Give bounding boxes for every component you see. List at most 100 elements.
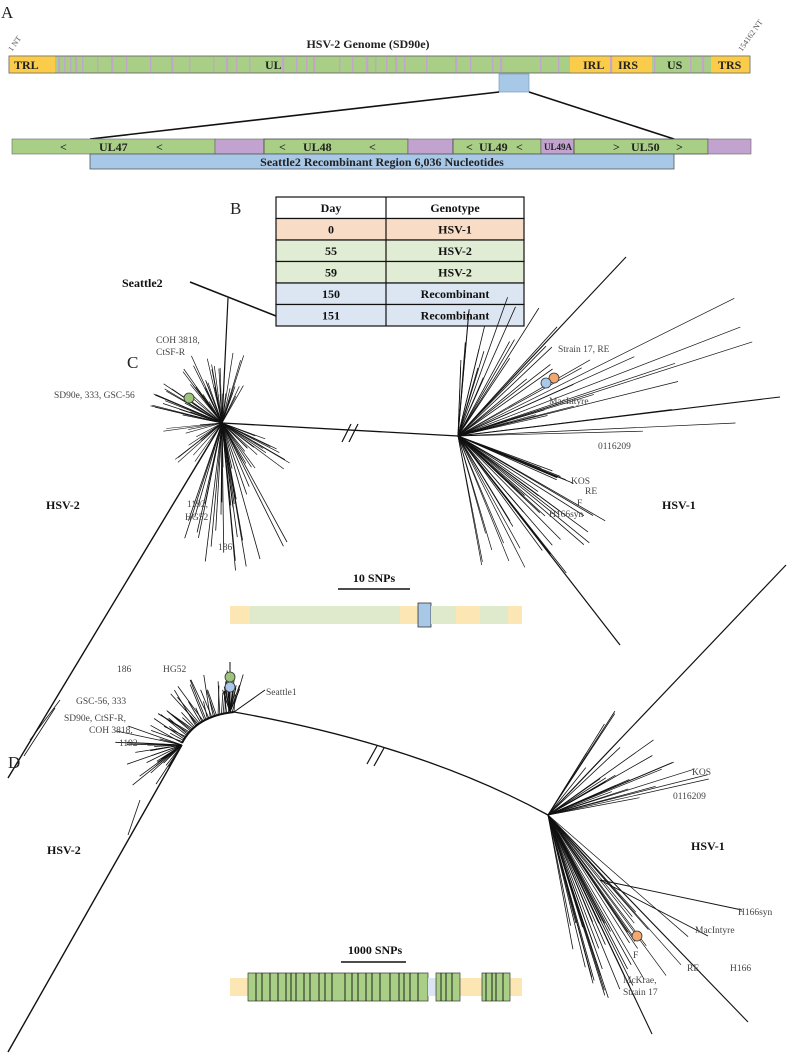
tree-branch <box>457 377 484 437</box>
tree-branch <box>185 422 223 434</box>
tree-branch <box>182 717 194 729</box>
d-strain-h166syn: H166syn <box>738 908 773 918</box>
d-strain-0116209: 0116209 <box>673 792 706 802</box>
tree-branch <box>154 394 223 424</box>
genome-stripe <box>375 56 377 73</box>
c-strain-kos: KOS <box>571 477 590 487</box>
tree-d-break <box>366 745 385 767</box>
genome-stripe <box>58 56 61 73</box>
tree-branch <box>221 395 237 424</box>
tree-branch <box>547 814 586 968</box>
genome-stripe <box>426 56 428 73</box>
tree-branch <box>457 422 736 437</box>
table-header-genotype: Genotype <box>430 201 480 215</box>
tree-branch <box>166 422 223 429</box>
ul49-arrow-2: < <box>516 140 523 154</box>
tree-branch <box>457 256 627 437</box>
c-strain-re: RE <box>585 487 597 497</box>
tree-branch <box>457 364 551 437</box>
tree-branch <box>457 351 485 437</box>
tree-branch <box>193 422 223 456</box>
genome-stripe <box>352 56 354 73</box>
panel-d-letter: D <box>8 753 20 772</box>
tree-branch <box>547 814 606 945</box>
ul49-arrow-1: < <box>466 140 473 154</box>
tree-branch <box>547 814 630 944</box>
tree-branch <box>547 814 749 1023</box>
tree-branch <box>457 435 511 522</box>
genome-stripe <box>386 56 388 73</box>
d-strain-seattle1: Seattle1 <box>266 688 297 698</box>
gene-ul49: UL49 <box>479 140 508 154</box>
table-header-cell <box>275 196 525 220</box>
ul48-arrow-1: < <box>279 140 286 154</box>
tree-branch <box>150 730 183 743</box>
tree-branch <box>151 744 183 756</box>
genome-stripe <box>70 56 72 73</box>
tree-branch <box>200 689 213 718</box>
tree-branch <box>221 422 267 453</box>
tree-branch <box>457 435 521 549</box>
seattle2-callout-line <box>189 281 277 317</box>
tree-branch <box>547 564 787 816</box>
tree-branch <box>457 297 508 437</box>
tree-branch <box>221 422 247 464</box>
tree-branch <box>181 711 235 744</box>
zoom-line-left <box>89 91 500 140</box>
tree-branch <box>457 435 589 533</box>
tree-branch <box>547 768 662 816</box>
genome-stripe <box>654 56 656 73</box>
panel-a-letter: A <box>1 3 14 22</box>
table-cell-day: 151 <box>322 309 340 323</box>
tree-branch <box>547 774 708 816</box>
segment-us: US <box>667 58 683 72</box>
genome-stripe <box>313 56 316 73</box>
tree-branch <box>196 422 223 438</box>
c-strain-17: Strain 17, RE <box>558 345 610 355</box>
d-strain-coh: COH 3818, <box>89 726 133 736</box>
genome-stripe <box>558 56 560 73</box>
genome-stripe <box>189 56 191 73</box>
d-strain-re: RE <box>687 964 699 974</box>
tree-branch <box>547 755 653 816</box>
d-hsv1-label: HSV-1 <box>691 839 725 853</box>
tree-branch <box>457 326 741 437</box>
tree-branch <box>457 359 591 437</box>
tree-branch <box>221 422 236 571</box>
d-strain-186: 186 <box>117 665 132 675</box>
tree-branch <box>547 747 621 816</box>
tree-branch <box>215 422 223 531</box>
tree-branch <box>547 814 689 937</box>
tree-branch <box>189 404 223 424</box>
c-strain-0116209: 0116209 <box>598 442 631 452</box>
d-mini-map <box>230 972 522 1002</box>
tree-branch <box>218 368 223 424</box>
tree-branch <box>457 378 528 437</box>
tree-branch <box>547 713 616 816</box>
tree-branch <box>457 435 483 566</box>
tree-branch <box>457 325 486 437</box>
tree-branch <box>599 879 709 937</box>
tree-branch <box>221 422 261 560</box>
tree-branch <box>170 732 184 741</box>
recombinant-region-label: Seattle2 Recombinant Region 6,036 Nucleo… <box>260 155 504 169</box>
tree-branch <box>547 814 611 932</box>
genome-stripe <box>540 56 542 73</box>
tree-branch <box>183 368 223 424</box>
tree-branch <box>150 744 183 774</box>
tree-c <box>7 256 781 779</box>
tree-branch <box>547 767 587 816</box>
ul50-arrow-2: > <box>676 140 683 154</box>
d-strain-kos: KOS <box>692 768 711 778</box>
tree-branch <box>547 814 682 966</box>
tree-branch <box>182 414 223 424</box>
tree-branch <box>221 388 231 424</box>
genome-stripe <box>226 56 229 73</box>
tree-branch <box>457 297 735 437</box>
segment-trl: TRL <box>14 58 39 72</box>
tree-branch <box>221 422 256 437</box>
tree-branch <box>457 435 574 484</box>
tree-branch <box>127 799 141 836</box>
d-strain-macintyre: MacIntyre <box>695 926 735 936</box>
